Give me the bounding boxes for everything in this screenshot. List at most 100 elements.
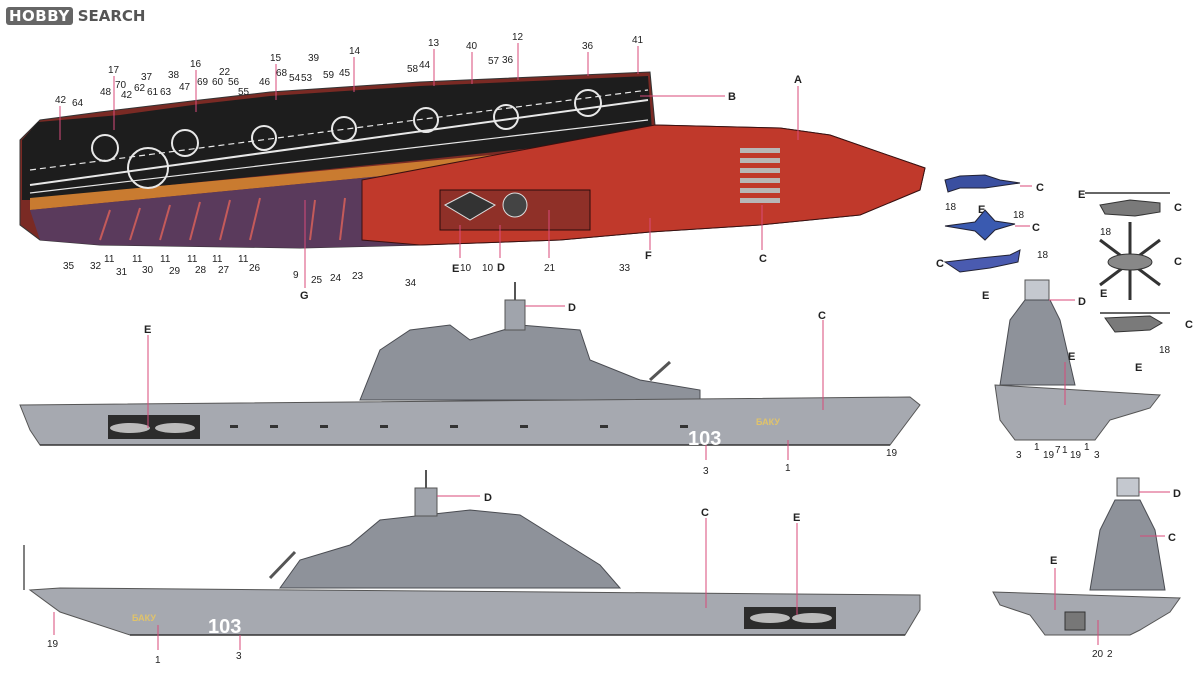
letter-G: G (300, 290, 309, 302)
lower-island (279, 509, 622, 589)
porthole (320, 425, 328, 428)
hull-side-marks (99, 197, 346, 241)
helipad-circle (413, 107, 439, 133)
callout-54: 54 (289, 73, 301, 84)
letter-D-plan: D (497, 262, 505, 274)
helipad-circle (493, 104, 519, 130)
callout-29: 29 (169, 266, 181, 277)
helipad-circle (127, 147, 169, 189)
callout-11c: 11 (160, 254, 171, 265)
callout-11d: 11 (187, 254, 198, 265)
callout-front-1b: 1 (1062, 445, 1068, 456)
callout-27: 27 (218, 265, 230, 276)
lower-hull-name: БАКУ (132, 613, 156, 623)
aircraft-heli-top (1107, 253, 1153, 271)
callout-18-jet3: 18 (1037, 250, 1049, 261)
callout-36b: 36 (582, 41, 594, 52)
callout-10a: 10 (460, 263, 472, 274)
letter-C-rear: C (1168, 532, 1176, 544)
porthole (600, 425, 608, 428)
letter-C-upper: C (818, 310, 826, 322)
callout-46: 46 (259, 77, 271, 88)
plan-bottom-labels: 35 32 11 31 11 30 11 29 11 28 11 27 11 2… (63, 254, 631, 289)
letter-C-heli2: C (1174, 256, 1182, 268)
callout-39: 39 (308, 53, 320, 64)
aircraft-heli-front (1104, 315, 1163, 333)
helipad-circle (251, 125, 277, 151)
plan-view (19, 71, 926, 249)
callout-2: 2 (1107, 649, 1113, 660)
callout-23: 23 (352, 271, 364, 282)
rear-mast-radome (1116, 477, 1140, 497)
callout-40: 40 (466, 41, 478, 52)
callout-18-jet1: 18 (945, 202, 957, 213)
callout-18-jet2: 18 (1013, 210, 1025, 221)
upper-mast (504, 299, 526, 331)
callout-61: 61 (147, 87, 159, 98)
side-view-lower: 103 БАКУ D C E 19 1 3 (23, 470, 921, 666)
callout-47: 47 (179, 82, 191, 93)
plan-radar-dome (502, 192, 528, 218)
callout-14: 14 (349, 46, 361, 57)
rear-stern-door (1064, 611, 1086, 631)
logo-badge: HOBBY (6, 7, 73, 25)
front-island (999, 299, 1076, 386)
callout-28: 28 (195, 265, 207, 276)
hobby-search-watermark: HOBBY SEARCH (6, 5, 146, 27)
callout-front-19b: 19 (1070, 450, 1082, 461)
callout-22: 22 (219, 67, 231, 78)
upper-hull-name: БАКУ (756, 417, 780, 427)
callout-21: 21 (544, 263, 556, 274)
callout-front-1c: 1 (1084, 442, 1090, 453)
callout-31: 31 (116, 267, 128, 278)
letter-E-heli1: E (1078, 189, 1085, 201)
lower-mast (414, 487, 438, 517)
callout-front-1a: 1 (1034, 442, 1040, 453)
aircraft-jet-3 (943, 249, 1021, 273)
rear-view: D C E 20 2 (992, 477, 1181, 660)
deck-centerline (29, 99, 649, 186)
callout-10b: 10 (482, 263, 494, 274)
callout-25: 25 (311, 275, 323, 286)
callout-53: 53 (301, 73, 313, 84)
callout-20: 20 (1092, 649, 1104, 660)
callout-front-3a: 3 (1016, 450, 1022, 461)
letter-C-heli1: C (1174, 202, 1182, 214)
hull-mark (219, 199, 231, 241)
launcher-tube (740, 148, 780, 153)
side-view-upper: 103 БАКУ E D C 3 1 19 (19, 282, 921, 477)
letter-C-plan: C (759, 253, 767, 265)
front-view: D E 3 1 19 7 1 19 1 3 (994, 279, 1161, 461)
letter-C-jet2: C (1032, 222, 1040, 234)
letter-E-lower: E (793, 512, 800, 524)
letter-D-lower: D (484, 492, 492, 504)
callout-15: 15 (270, 53, 282, 64)
callout-18-heli3: 18 (1159, 345, 1171, 356)
helipad-markings (91, 89, 602, 189)
letter-E-upper: E (144, 324, 151, 336)
callout-19-upper: 19 (886, 448, 898, 459)
search-wordmark: SEARCH (77, 7, 146, 25)
helipad-circle (171, 129, 199, 157)
porthole (680, 425, 688, 428)
letter-E-heli2: E (1100, 288, 1107, 300)
upper-island (359, 324, 701, 401)
porthole (450, 425, 458, 428)
deck-line-2 (29, 89, 649, 171)
aircraft-heli-side (1099, 199, 1161, 217)
upper-gun-barrel (648, 360, 672, 382)
letter-A: A (794, 74, 802, 86)
letter-E-plan: E (452, 263, 459, 275)
letter-E-rear: E (1050, 555, 1057, 567)
callout-11f: 11 (238, 254, 249, 265)
callout-front-7: 7 (1055, 445, 1061, 456)
callout-56: 56 (228, 77, 240, 88)
plan-island-mast (443, 191, 497, 221)
letter-F: F (645, 250, 652, 262)
letter-D-rear: D (1173, 488, 1181, 500)
callout-26: 26 (249, 263, 261, 274)
callout-69: 69 (197, 77, 209, 88)
front-mast-radome (1024, 279, 1050, 301)
aircraft-group: C 18 E C 18 C 18 E E C 18 C E C 18 E (936, 174, 1193, 374)
letter-B: B (728, 91, 736, 103)
